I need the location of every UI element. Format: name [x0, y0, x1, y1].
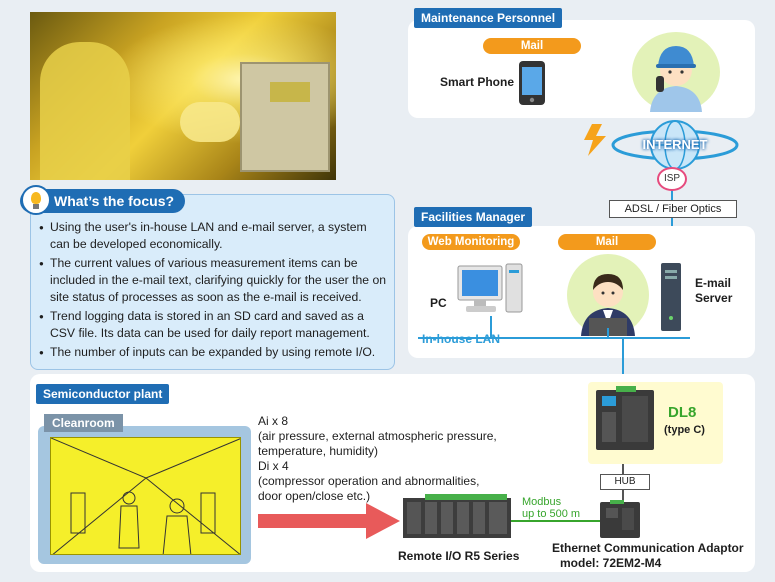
- maintenance-person-avatar: [632, 32, 720, 112]
- smartphone-icon: [518, 60, 546, 106]
- focus-bullet: The current values of various measuremen…: [39, 255, 389, 306]
- hub-adaptor-line: [622, 490, 624, 500]
- isp-badge: ISP: [657, 167, 687, 191]
- modbus-label-line1: Modbus: [522, 496, 562, 508]
- hub-box: HUB: [600, 474, 650, 490]
- internet-label: INTERNET: [642, 137, 708, 152]
- ethernet-adaptor-icon: [600, 500, 640, 538]
- lightning-icon: [582, 124, 608, 156]
- io-line: (compressor operation and abnormalities,: [258, 474, 480, 488]
- pc-icon: [456, 262, 526, 316]
- smart-phone-label: Smart Phone: [440, 75, 515, 89]
- io-line: Di x 4: [258, 459, 289, 473]
- mail-pill: Mail: [483, 38, 581, 54]
- in-house-lan-label: In-house LAN: [422, 332, 500, 346]
- cleanroom-label: Cleanroom: [44, 414, 123, 432]
- remote-io-label: Remote I/O R5 Series: [398, 549, 520, 563]
- cleanroom-illustration: [50, 437, 241, 555]
- pc-label: PC: [430, 296, 447, 310]
- web-monitoring-pill: Web Monitoring: [422, 234, 520, 250]
- lightbulb-icon: [21, 185, 51, 215]
- focus-bullet: Using the user's in-house LAN and e-mail…: [39, 219, 389, 253]
- dl8-label: DL8: [668, 404, 697, 421]
- plant-label: Semiconductor plant: [36, 384, 170, 404]
- manager-lan-drop: [607, 328, 609, 338]
- dl8-hub-line: [622, 464, 624, 474]
- modbus-line: [511, 520, 601, 522]
- facilities-manager-avatar: [567, 254, 649, 336]
- io-line: (air pressure, external atmospheric pres…: [258, 429, 497, 443]
- focus-bullet: Trend logging data is stored in an SD ca…: [39, 308, 389, 342]
- lan-to-dl8-line: [622, 338, 624, 386]
- focus-bullet: The number of inputs can be expanded by …: [39, 344, 389, 361]
- red-arrow-icon: [258, 503, 400, 539]
- modbus-label-line2: up to 500 m: [522, 508, 581, 520]
- io-line: door open/close etc.): [258, 489, 371, 503]
- adaptor-label-line1: Ethernet Communication Adaptor: [552, 541, 744, 555]
- facilities-label: Facilities Manager: [414, 207, 533, 227]
- email-server-label-line1: E-mail: [695, 276, 732, 290]
- maintenance-label: Maintenance Personnel: [414, 8, 563, 28]
- dl8-device-icon: [596, 386, 654, 452]
- io-line: Ai x 8: [258, 414, 289, 428]
- adaptor-label-line2: model: 72EM2-M4: [560, 556, 662, 570]
- pc-lan-drop: [490, 316, 492, 338]
- mail-pill: Mail: [558, 234, 656, 250]
- focus-panel: Using the user's in-house LAN and e-mail…: [30, 194, 395, 370]
- lan-line: [418, 337, 690, 339]
- email-server-icon: [660, 262, 682, 332]
- dl8-type-label: (type C): [664, 424, 705, 436]
- cleanroom-photo: [30, 12, 336, 180]
- io-description: Ai x 8 (air pressure, external atmospher…: [258, 414, 497, 504]
- adsl-box: ADSL / Fiber Optics: [609, 200, 737, 218]
- email-server-label-line2: Server: [695, 291, 733, 305]
- internet-link-line: [671, 188, 673, 200]
- focus-bullet-list: Using the user's in-house LAN and e-mail…: [39, 219, 389, 363]
- io-line: temperature, humidity): [258, 444, 379, 458]
- remote-io-icon: [403, 494, 511, 540]
